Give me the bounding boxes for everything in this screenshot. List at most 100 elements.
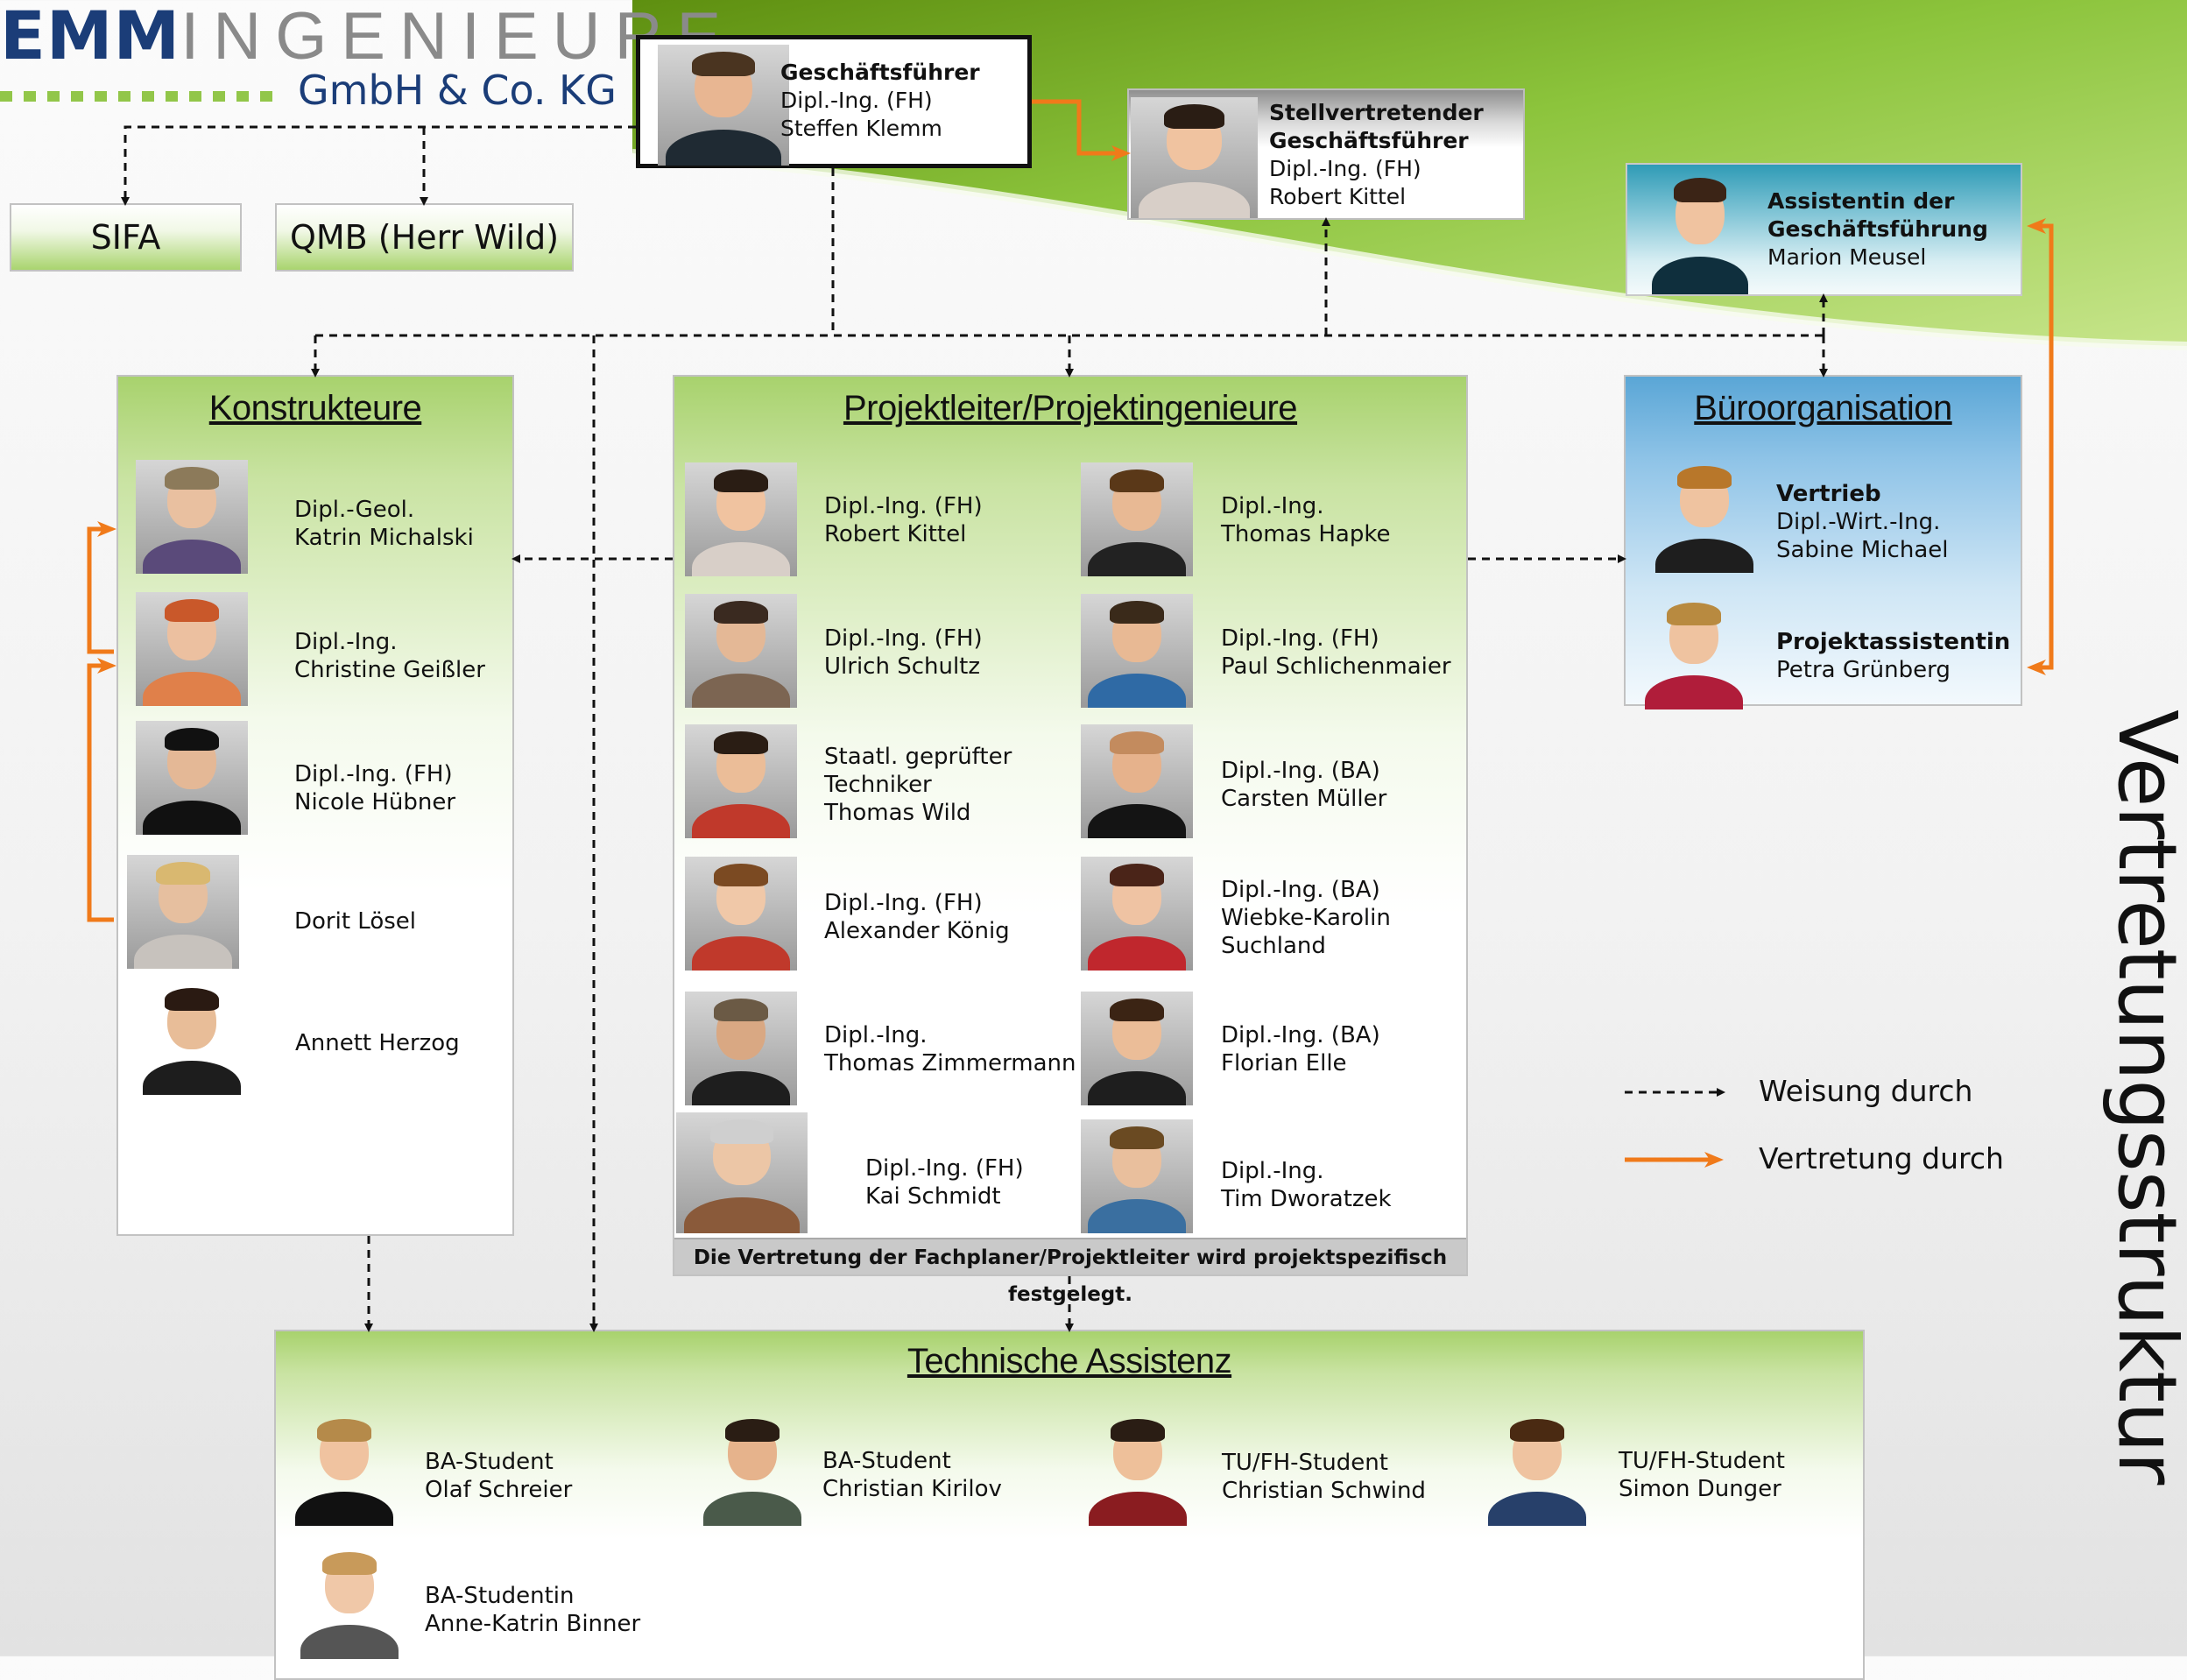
sifa-box: SIFA [10,203,242,272]
logo-brand-light: INGENIEURE [180,0,736,74]
projektleiter-title: Projektleiter/Projektingenieure [843,389,1298,427]
person-degree: TU/FH-Student [1619,1448,1785,1474]
projektleiter-left-2: Dipl.-Ing. (FH) Ulrich Schultz [824,625,983,681]
ceo-role: Geschäftsführer [780,60,980,85]
person-photo [288,1412,400,1526]
projektleiter-panel: Projektleiter/Projektingenieure Dipl.-In… [673,375,1468,1276]
projektleiter-left-1: Dipl.-Ing. (FH) Robert Kittel [824,492,983,548]
person-name: Nicole Hübner [294,789,456,815]
projektleiter-right-4: Dipl.-Ing. (BA) Wiebke-Karolin Suchland [1221,876,1391,960]
person-degree: Dipl.-Ing. (BA) [1221,1022,1380,1048]
person-name: Alexander König [824,918,1010,944]
deputy-name: Robert Kittel [1269,184,1407,209]
person-name: Sabine Michael [1776,537,1949,563]
logo-subline: GmbH & Co. KG [298,67,617,114]
konstrukteur-3: Dipl.-Ing. (FH) Nicole Hübner [294,760,455,816]
technik-person-3: TU/FH-Student Christian Schwind [1222,1449,1426,1505]
person-photo [136,460,248,574]
company-logo: EMMINGENIEURE [0,2,735,71]
legend-vertretung: Vertretung durch [1759,1141,2004,1175]
buero-person-1: Vertrieb Dipl.-Wirt.-Ing. Sabine Michael [1776,480,1949,564]
person-degree: TU/FH-Student [1222,1450,1388,1476]
person-name: Annett Herzog [295,1030,460,1056]
konstrukteur-5: Annett Herzog [295,1029,460,1057]
person-photo [685,594,797,708]
technik-panel: Technische Assistenz BA-Student Olaf Sch… [274,1330,1865,1680]
projektleiter-right-1: Dipl.-Ing. Thomas Hapke [1221,492,1390,548]
person-degree: Dipl.-Ing. [294,629,398,655]
konstrukteur-4: Dorit Lösel [294,907,416,935]
person-degree: BA-Student [822,1448,951,1474]
person-photo [1081,594,1193,708]
technik-title: Technische Assistenz [907,1342,1232,1380]
buero-panel: Büroorganisation Vertrieb Dipl.-Wirt.-In… [1624,375,2022,709]
person-name: Carsten Müller [1221,786,1387,812]
person-name: Thomas Zimmermann [824,1050,1076,1076]
person-name: Katrin Michalski [294,525,474,551]
person-name: Florian Elle [1221,1050,1347,1076]
person-degree: Dipl.-Ing. (BA) [1221,877,1380,903]
person-photo [676,1112,808,1233]
assistant-photo [1645,170,1755,294]
person-role: Vertrieb [1776,481,1881,507]
person-photo [1082,1412,1194,1526]
person-degree: Dipl.-Ing. [1221,1158,1324,1184]
person-degree: Dipl.-Ing. (FH) [824,493,983,519]
projektleiter-left-6: Dipl.-Ing. (FH) Kai Schmidt [865,1154,1024,1211]
side-title: Vertretungsstruktur [2100,709,2187,1485]
person-photo [293,1545,406,1659]
technik-person-1: BA-Student Olaf Schreier [425,1448,572,1504]
person-name: Kai Schmidt [865,1183,1001,1210]
person-photo [685,992,797,1105]
vertretung-note: Die Vertretung der Fachplaner/Projektlei… [674,1238,1466,1306]
person-photo [136,721,248,835]
projektleiter-left-5: Dipl.-Ing. Thomas Zimmermann [824,1021,1076,1077]
konstrukteure-panel: Konstrukteure Dipl.-Geol. Katrin Michals… [116,375,514,1236]
person-photo [1481,1412,1593,1526]
person-name: Anne-Katrin Binner [425,1611,641,1637]
person-degree-2: Techniker [824,772,932,798]
person-photo [1081,1119,1193,1233]
ceo-degree: Dipl.-Ing. (FH) [780,88,933,113]
deputy-box: Stellvertretender Geschäftsführer Dipl.-… [1127,88,1525,220]
ceo-name: Steffen Klemm [780,116,942,141]
buero-person-2: Projektassistentin Petra Grünberg [1776,628,2010,684]
logo-brand-bold: EMM [0,0,181,74]
person-photo [1081,857,1193,971]
deputy-role-line2: Geschäftsführer [1269,128,1469,153]
person-degree: Dipl.-Ing. (FH) [865,1155,1024,1182]
person-degree: Dipl.-Ing. (BA) [1221,758,1380,784]
person-degree: Dipl.-Ing. (FH) [1221,625,1379,652]
person-name: Olaf Schreier [425,1477,573,1503]
person-degree: Dipl.-Ing. [1221,493,1324,519]
person-name: Ulrich Schultz [824,653,981,680]
person-photo [685,724,797,838]
person-photo [685,857,797,971]
person-photo [1081,724,1193,838]
person-degree: BA-Studentin [425,1583,575,1609]
person-degree: Dipl.-Wirt.-Ing. [1776,509,1941,535]
person-degree: Dipl.-Ing. (FH) [824,890,983,916]
person-name: Paul Schlichenmaier [1221,653,1451,680]
person-name: Robert Kittel [824,521,967,547]
assistant-box: Assistentin der Geschäftsführung Marion … [1626,163,2022,296]
person-name: Petra Grünberg [1776,657,1951,683]
technik-person-2: BA-Student Christian Kirilov [822,1447,1002,1503]
person-name: Christine Geißler [294,657,485,683]
projektleiter-left-3: Staatl. geprüfter Techniker Thomas Wild [824,743,1012,827]
buero-title: Büroorganisation [1694,389,1952,427]
person-name-2: Suchland [1221,933,1326,959]
legend-weisung: Weisung durch [1759,1074,1973,1108]
logo-dotted-line [0,91,280,102]
person-degree: Dipl.-Geol. [294,497,415,523]
konstrukteure-title: Konstrukteure [208,389,422,427]
person-degree: Dipl.-Ing. (FH) [824,625,983,652]
deputy-photo [1131,97,1258,218]
person-degree: Dipl.-Ing. [824,1022,928,1048]
technik-person-4: TU/FH-Student Simon Dunger [1619,1447,1785,1503]
person-photo [1648,459,1760,573]
assistant-role-line2: Geschäftsführung [1767,216,1988,242]
deputy-degree: Dipl.-Ing. (FH) [1269,156,1422,181]
person-name: Christian Schwind [1222,1478,1426,1504]
person-name: Thomas Hapke [1221,521,1391,547]
